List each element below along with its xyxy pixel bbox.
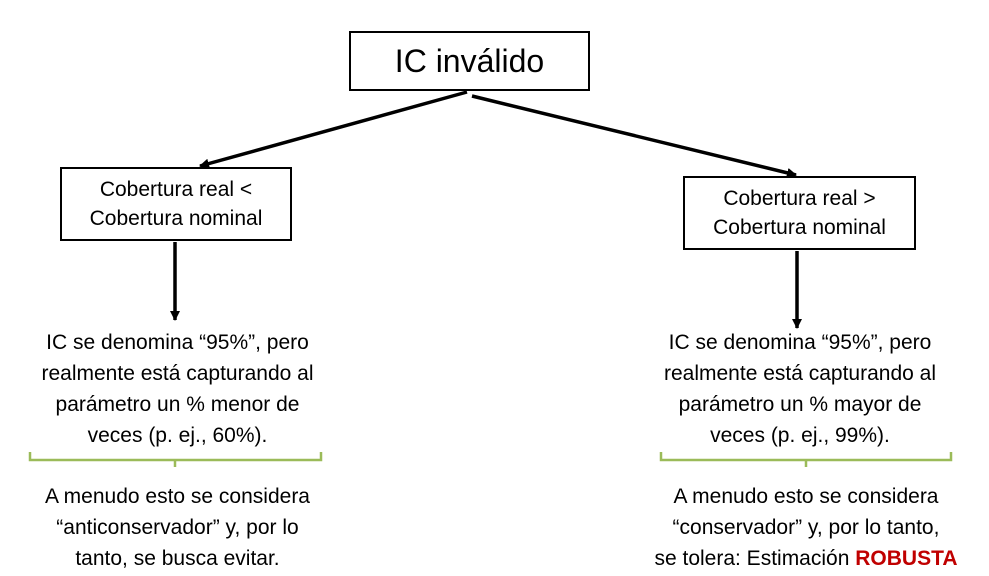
right-note-line: “conservador” y, por lo tanto, (672, 516, 940, 539)
right-condition-line: Cobertura real > (723, 187, 876, 210)
left-description-line: veces (p. ej., 60%). (87, 424, 268, 447)
left-description-line: parámetro un % menor de (55, 393, 300, 416)
left-note-line: tanto, se busca evitar. (75, 547, 280, 570)
arrow-root-to-right (471, 94, 797, 178)
right-description-line: IC se denomina “95%”, pero (668, 331, 932, 354)
left-note: A menudo esto se considera “anticonserva… (0, 481, 355, 574)
left-description: IC se denomina “95%”, pero realmente est… (10, 327, 345, 451)
left-condition-box: Cobertura real < Cobertura nominal (60, 167, 292, 241)
right-brace (659, 452, 953, 467)
left-note-line: “anticonservador” y, por lo (56, 516, 299, 539)
right-note-line: A menudo esto se considera (673, 485, 939, 508)
right-description-line: realmente está capturando al (663, 362, 936, 385)
right-note-last-line: se tolera: Estimación ROBUSTA (626, 543, 986, 574)
right-description-line: veces (p. ej., 99%). (710, 424, 890, 447)
root-node-label: IC inválido (394, 42, 545, 79)
right-condition-line: Cobertura nominal (713, 216, 886, 239)
right-description-line: parámetro un % mayor de (678, 393, 922, 416)
left-description-line: IC se denomina “95%”, pero (46, 331, 309, 354)
left-description-line: realmente está capturando al (41, 362, 314, 385)
right-description: IC se denomina “95%”, pero realmente est… (630, 327, 970, 451)
left-note-line: A menudo esto se considera (44, 485, 310, 508)
arrow-root-to-left (199, 90, 468, 169)
right-note-last-prefix: se tolera: Estimación (654, 547, 856, 570)
left-brace (28, 452, 323, 467)
robust-highlight: ROBUSTA (855, 547, 958, 570)
left-condition-line: Cobertura real < (99, 178, 253, 201)
left-condition-line: Cobertura nominal (89, 207, 263, 230)
root-node-box: IC inválido (349, 31, 590, 91)
right-note: A menudo esto se considera “conservador”… (626, 481, 986, 574)
right-condition-box: Cobertura real > Cobertura nominal (683, 176, 916, 250)
